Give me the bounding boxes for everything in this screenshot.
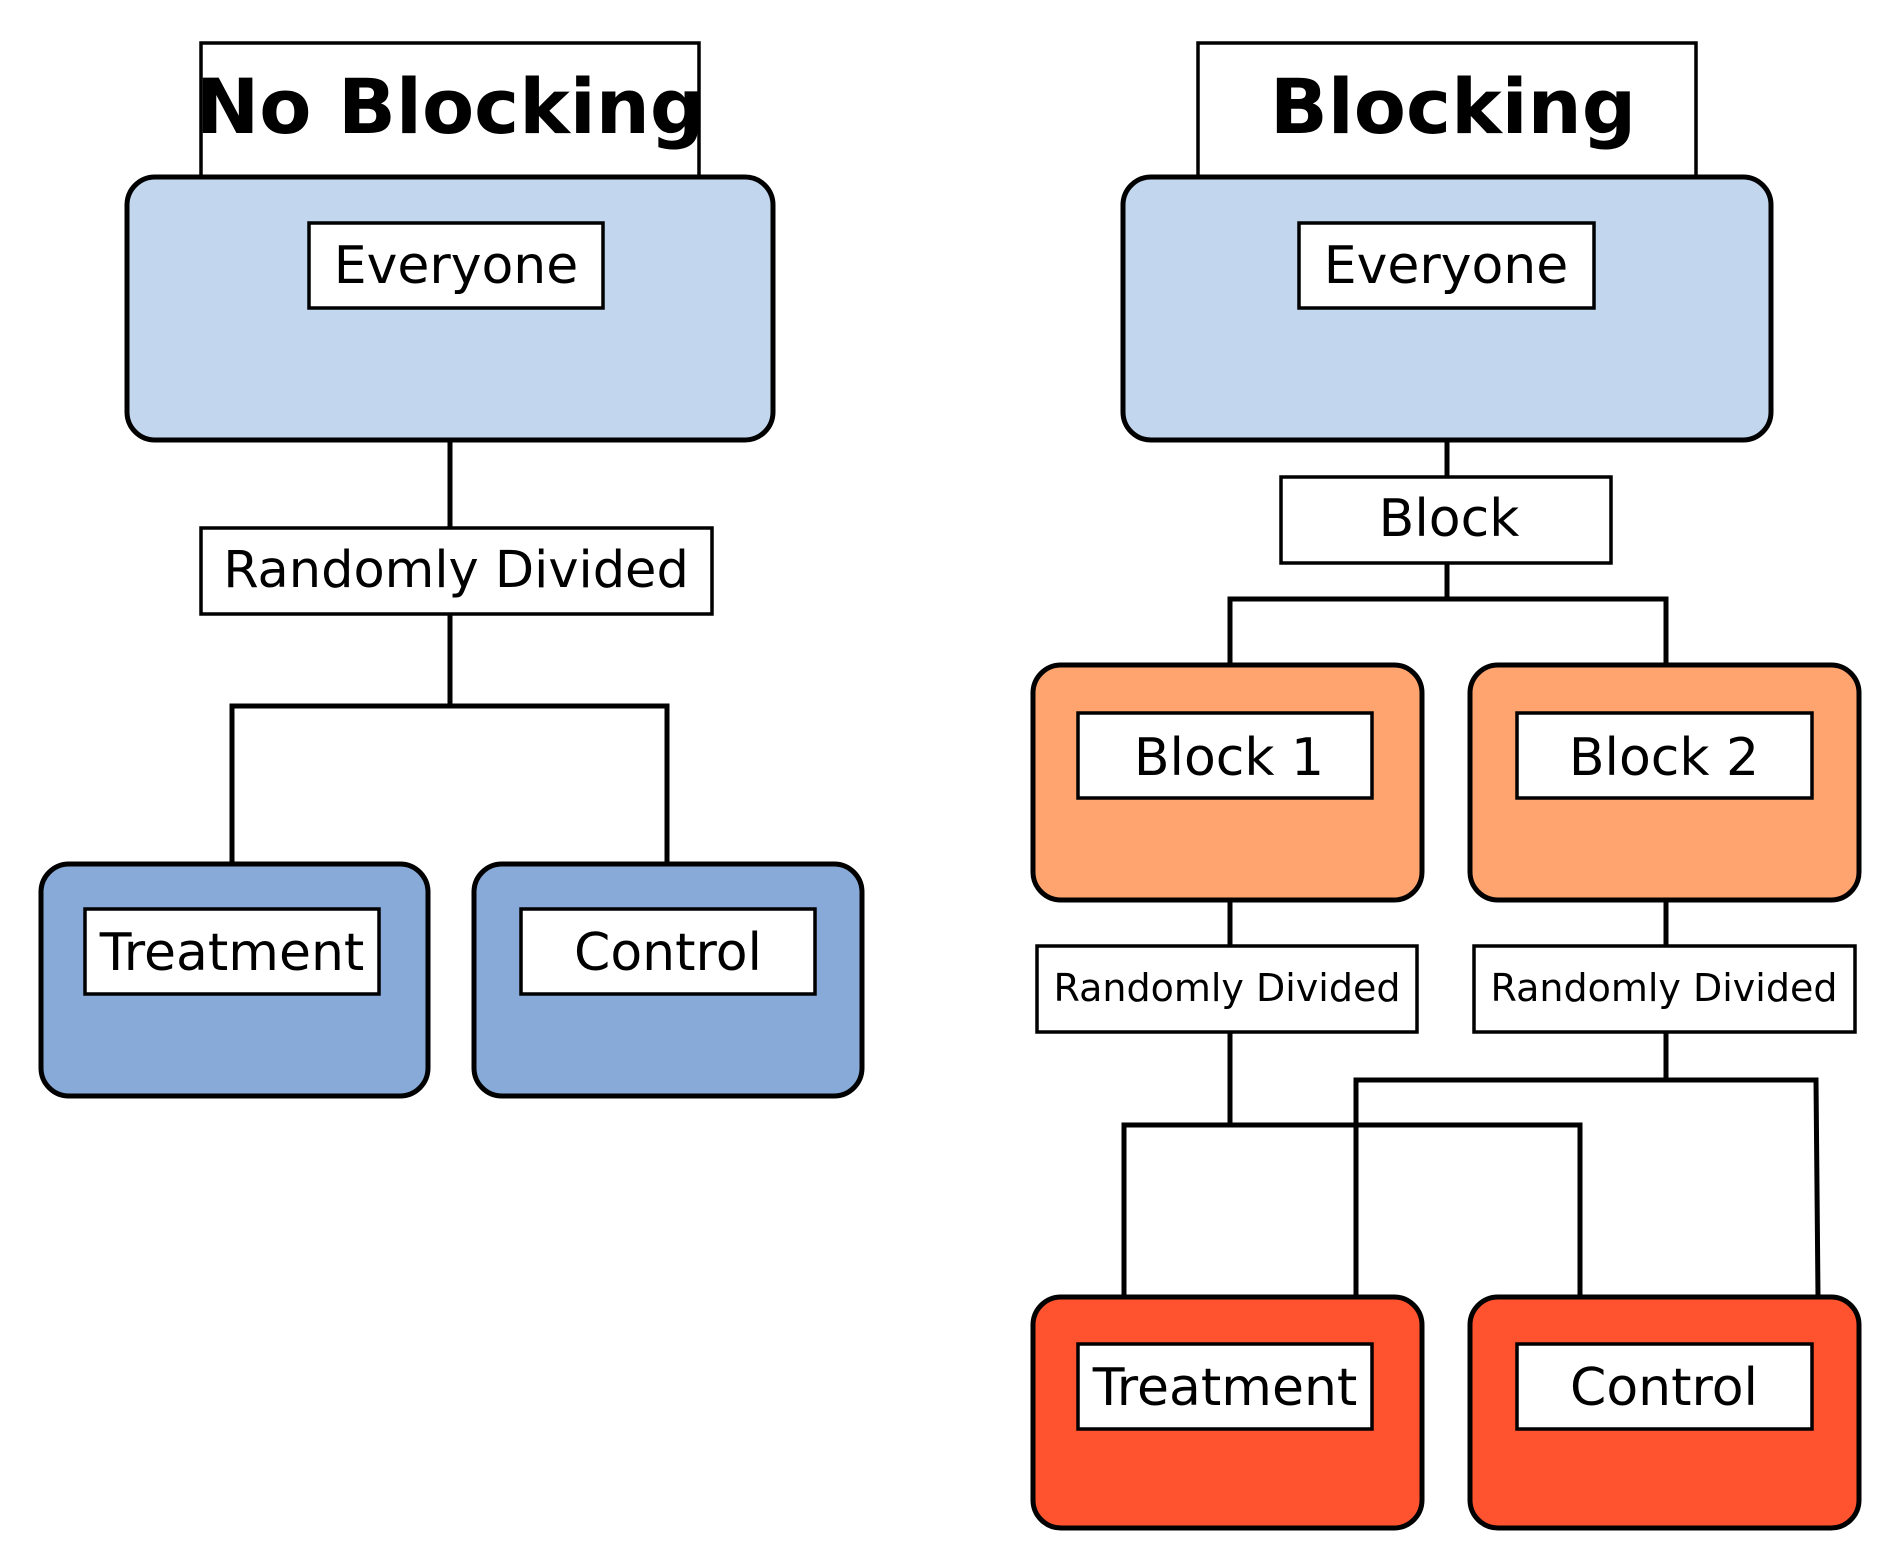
left-treatment-label: Treatment: [99, 923, 365, 983]
connector-split-block1-outcomes: [1121, 1122, 1583, 1297]
block-1-label: Block 1: [1134, 728, 1324, 788]
left-connectors: [229, 440, 670, 864]
right-treatment-label-box: [1076, 1342, 1374, 1431]
block-1-label-box: [1076, 711, 1374, 800]
left-control-label-box: [519, 907, 817, 996]
block-1-divided-box: [1035, 944, 1419, 1034]
block-2-label-box: [1515, 711, 1814, 800]
left-title: No Blocking: [196, 62, 705, 151]
right-treatment-label: Treatment: [1092, 1358, 1358, 1418]
block-2-divided-box: [1472, 944, 1857, 1034]
left-treatment-label-box: [83, 907, 381, 996]
right-block-box: [1279, 475, 1613, 565]
left-everyone-label-box: [307, 221, 605, 310]
left-title-box: [199, 41, 701, 179]
no-blocking-panel: No Blocking Everyone Randomly Divided Tr…: [38, 41, 865, 1099]
block-1-divided-label: Randomly Divided: [1054, 966, 1401, 1010]
right-title: Blocking: [1270, 62, 1636, 151]
right-everyone-label: Everyone: [1324, 236, 1569, 296]
connector-split-treatment-control: [229, 703, 670, 864]
right-connectors: [1121, 440, 1821, 1298]
right-control-label: Control: [1570, 1358, 1758, 1418]
left-divided-box: [199, 526, 714, 616]
right-block-label: Block: [1379, 489, 1520, 549]
right-everyone-label-box: [1297, 221, 1596, 310]
left-control-label: Control: [574, 923, 762, 983]
connector-split-block2-outcomes: [1353, 1077, 1821, 1298]
left-everyone-label: Everyone: [334, 236, 579, 296]
block-2-label: Block 2: [1569, 728, 1759, 788]
blocking-panel: Blocking Everyone Block Block 1 Block 2 …: [1030, 41, 1862, 1531]
right-control-label-box: [1515, 1342, 1814, 1431]
left-divided-label: Randomly Divided: [223, 541, 689, 600]
connector-split-blocks: [1227, 596, 1669, 665]
block-2-divided-label: Randomly Divided: [1491, 966, 1838, 1010]
